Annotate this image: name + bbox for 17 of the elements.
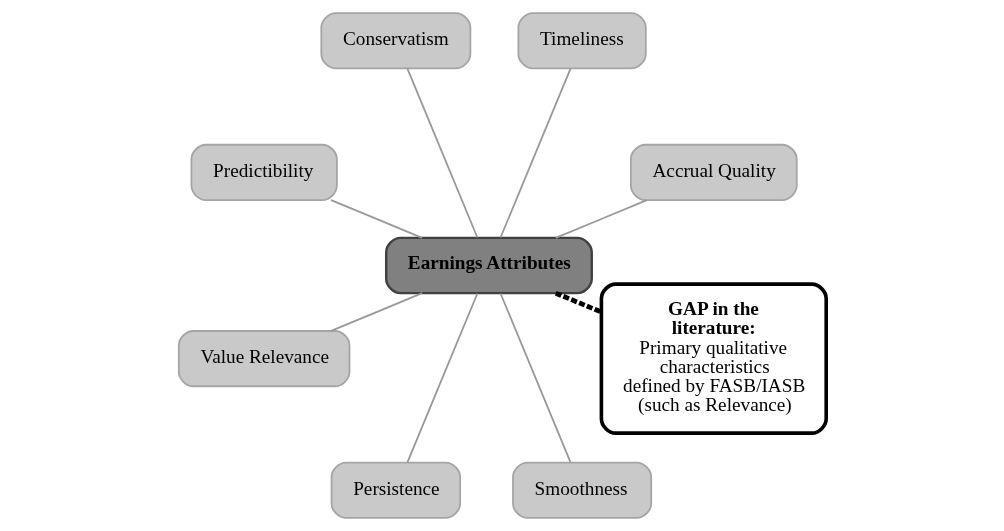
connector — [405, 292, 478, 464]
connector — [329, 199, 423, 239]
node-box: Value Relevance — [177, 330, 350, 388]
connector — [554, 199, 648, 239]
node-box: GAP in the literature: Primary qualitative characteristics defined by FASB/IASB (such as Relevance) — [599, 282, 828, 435]
connector — [405, 67, 478, 239]
node-box: Earnings Attributes — [384, 236, 593, 295]
node-box: Conservatism — [319, 12, 471, 70]
node-box: Persistence — [330, 461, 461, 519]
connector — [554, 290, 602, 315]
node-box: Timeliness — [517, 12, 647, 70]
node-box: Smoothness — [511, 461, 652, 519]
node-box: Predictibility — [190, 143, 338, 201]
connector — [499, 67, 572, 239]
connector — [499, 292, 572, 464]
connector — [329, 292, 423, 332]
node-box: Accrual Quality — [629, 143, 798, 201]
